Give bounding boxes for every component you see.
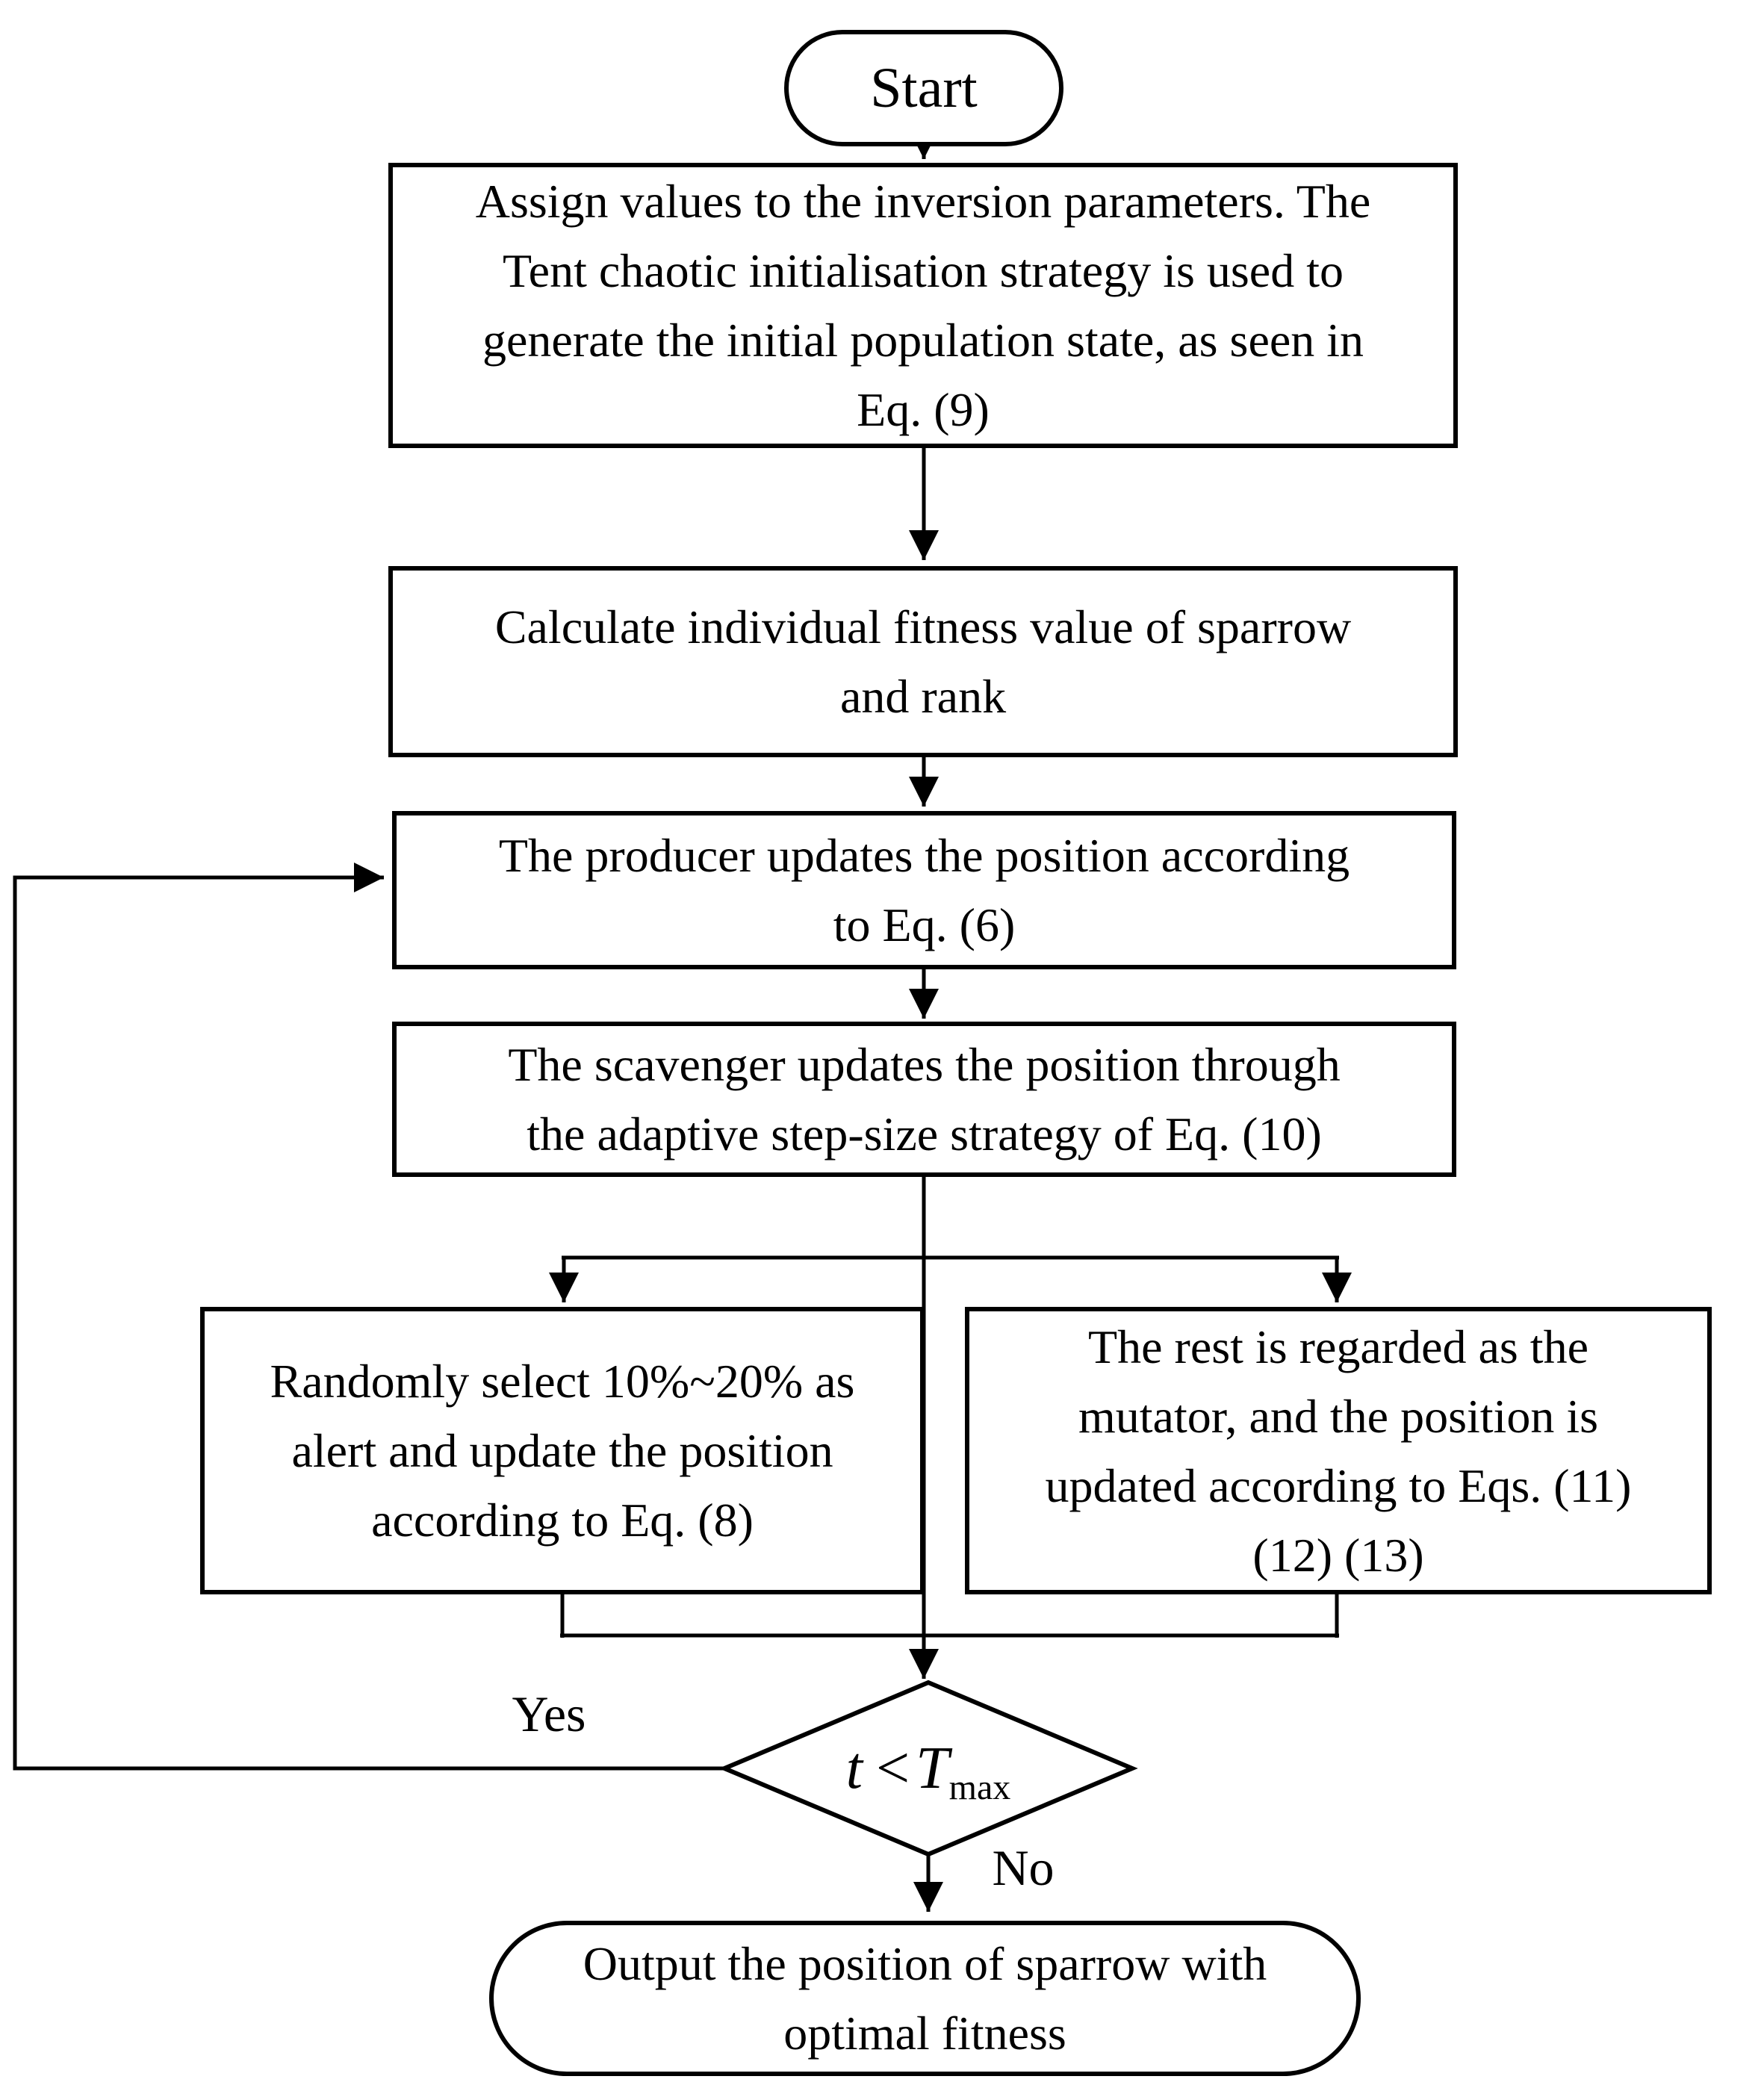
node-alert: Randomly select 10%~20% as alert and upd… [200,1307,925,1594]
edge-label-yes: Yes [512,1685,586,1742]
node-scavenger: The scavenger updates the position throu… [392,1022,1456,1177]
node-producer: The producer updates the position accord… [392,811,1456,969]
decision-operator: < [875,1735,910,1801]
start-label: Start [870,56,978,119]
text-line: Randomly select 10%~20% as [270,1355,855,1408]
text-line: to Eq. (6) [833,898,1016,951]
text-line: mutator, and the position is [1078,1389,1599,1443]
text-line: The scavenger updates the position throu… [508,1038,1341,1091]
text-line: Calculate individual fitness value of sp… [494,600,1352,653]
edge-label-no: No [992,1839,1055,1896]
node-output: Output the position of sparrow with opti… [489,1921,1361,2076]
decision-rhs: T [916,1735,949,1801]
text-line: optimal fitness [783,2007,1066,2060]
text-line: and rank [839,670,1007,723]
node-initialisation: Assign values to the inversion parameter… [388,163,1458,448]
text-line: Assign values to the inversion parameter… [475,175,1371,228]
decision-lhs: t [845,1735,863,1801]
node-start: Start [784,30,1063,146]
text-line: updated according to Eqs. (11) [1045,1458,1632,1512]
text-line: Eq. (9) [857,383,990,436]
text-line: alert and update the position [291,1424,833,1477]
text-line: the adaptive step-size strategy of Eq. (… [527,1107,1322,1161]
text-line: Output the position of sparrow with [583,1937,1267,1990]
text-line: (12) (13) [1252,1528,1424,1582]
text-line: generate the initial population state, a… [482,314,1364,367]
text-line: according to Eq. (8) [371,1494,754,1547]
text-line: The producer updates the position accord… [498,829,1350,882]
node-mutator: The rest is regarded as the mutator, and… [965,1307,1712,1594]
text-line: The rest is regarded as the [1088,1320,1588,1373]
node-fitness: Calculate individual fitness value of sp… [388,566,1458,757]
text-line: Tent chaotic initialisation strategy is … [503,244,1344,297]
